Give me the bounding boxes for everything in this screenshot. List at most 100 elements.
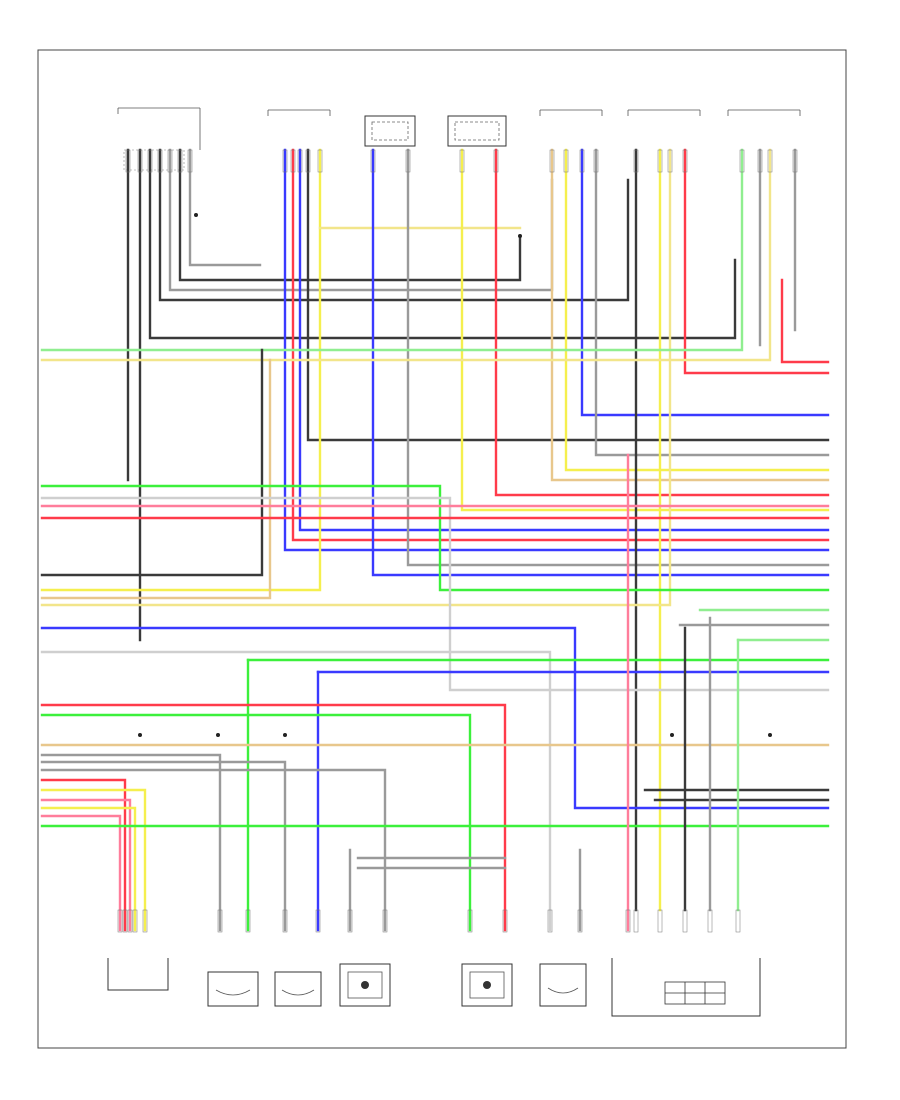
splice-points — [117, 149, 798, 933]
connector-pin — [459, 149, 465, 173]
wire-black — [148, 148, 737, 340]
splice-dot — [216, 733, 220, 737]
bottom-component-6 — [539, 963, 587, 1007]
diagram-frame — [37, 49, 847, 1049]
connector-pin — [467, 909, 473, 933]
wire-gray — [168, 148, 554, 292]
wire-red — [683, 148, 830, 375]
wire-gray — [40, 753, 222, 932]
connector-pin — [657, 909, 663, 933]
wire-pink — [40, 814, 122, 932]
connector-pin — [502, 909, 508, 933]
wire-red — [780, 278, 830, 364]
splice-dot — [518, 234, 522, 238]
connector-pin — [657, 149, 663, 173]
wire-green — [40, 713, 472, 932]
wire-red — [291, 148, 830, 542]
connector-pin — [297, 149, 303, 173]
connector-pin — [290, 149, 296, 173]
connector-pin — [157, 149, 163, 173]
wire-black — [40, 348, 264, 577]
wire-red — [494, 148, 830, 497]
wire-light-yellow — [40, 148, 772, 362]
connector-pin — [370, 149, 376, 173]
wire-yellow — [40, 788, 147, 932]
connector-pin — [682, 149, 688, 173]
wire-black — [158, 148, 630, 302]
wire-tan — [40, 358, 272, 600]
top-component-5 — [539, 109, 603, 116]
wire-red — [40, 703, 507, 932]
connector-pin — [577, 909, 583, 933]
bottom-component-3 — [274, 971, 322, 1007]
connector-pin — [792, 149, 798, 173]
bottom-component-2 — [207, 971, 259, 1007]
connector-pin — [315, 909, 321, 933]
wire-yellow — [40, 148, 322, 592]
connector-pin — [282, 909, 288, 933]
connector-pin — [132, 909, 138, 933]
connector-pin — [305, 149, 311, 173]
wire-light-green — [40, 148, 744, 352]
connector-pin — [593, 149, 599, 173]
connector-pin — [767, 149, 773, 173]
connector-pin — [547, 909, 553, 933]
wire-blue — [371, 148, 830, 577]
connector-pin — [217, 909, 223, 933]
connector-pin — [127, 909, 133, 933]
connector-pin — [493, 149, 499, 173]
wire-black — [178, 148, 522, 282]
connector-pin — [549, 149, 555, 173]
connector-pin — [563, 149, 569, 173]
wire-gray — [40, 760, 287, 932]
connector-pin — [633, 149, 639, 173]
splice-dot — [194, 213, 198, 217]
top-component-2 — [267, 109, 331, 116]
bottom-component-4 — [339, 963, 391, 1007]
splice-dot — [768, 733, 772, 737]
splice-dot — [138, 733, 142, 737]
splice-dot — [670, 733, 674, 737]
connector-pin — [707, 909, 713, 933]
wire-gray — [406, 148, 830, 567]
wire-white-wire — [40, 496, 830, 692]
connector-pin — [317, 149, 323, 173]
top-component-4 — [447, 115, 507, 147]
connector-pin — [282, 149, 288, 173]
splice-dot — [283, 733, 287, 737]
wire-blue — [298, 148, 830, 532]
wire-green — [40, 484, 830, 592]
connector-pin — [633, 909, 639, 933]
connector-pin — [405, 149, 411, 173]
bottom-component-7 — [611, 958, 761, 1017]
connector-pin — [125, 149, 131, 173]
wire-blue — [580, 148, 830, 417]
connector-pin — [757, 149, 763, 173]
wire-gray — [40, 768, 387, 932]
wire-yellow — [40, 806, 137, 932]
top-component-1 — [117, 107, 201, 171]
wire-blue — [40, 626, 830, 810]
wire-yellow — [460, 148, 830, 512]
wire-black — [306, 148, 830, 442]
connector-pin — [142, 909, 148, 933]
wire-red — [40, 778, 127, 932]
connector-pin — [735, 909, 741, 933]
connector-pin — [177, 149, 183, 173]
connector-pin — [117, 909, 123, 933]
wire-blue — [283, 148, 830, 552]
connector-pin — [137, 149, 143, 173]
connector-pin — [579, 149, 585, 173]
connector-pin — [245, 909, 251, 933]
top-component-7 — [727, 109, 801, 116]
top-component-6 — [627, 109, 701, 116]
connector-pin — [187, 149, 193, 173]
bottom-component-1 — [107, 958, 169, 991]
wire-layer — [40, 148, 830, 932]
top-component-3 — [364, 115, 416, 147]
wire-pink — [40, 798, 132, 932]
connector-pin — [122, 909, 128, 933]
connector-pin — [682, 909, 688, 933]
connector-pin — [739, 149, 745, 173]
